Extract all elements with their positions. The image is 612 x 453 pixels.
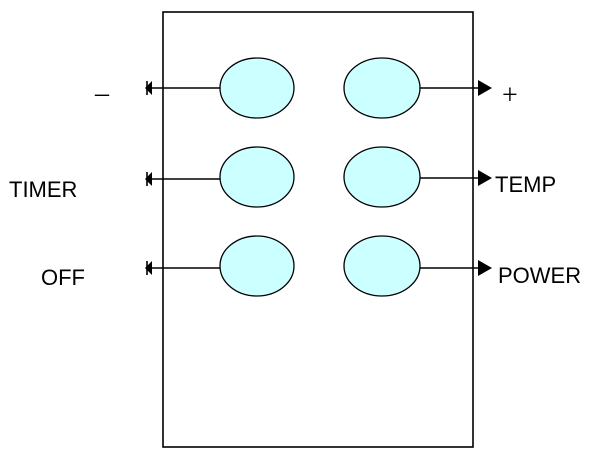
timer-leader: [145, 172, 220, 186]
remote-body: [162, 11, 474, 448]
plus-label: +: [502, 80, 518, 111]
plus-button[interactable]: [343, 57, 421, 119]
temp-label: TEMP: [495, 172, 556, 197]
power-button[interactable]: [343, 235, 421, 297]
temp-leader: [420, 170, 492, 186]
power-label: POWER: [498, 263, 581, 288]
off-button[interactable]: [219, 235, 295, 297]
off-label: OFF: [41, 265, 85, 290]
temp-button[interactable]: [343, 146, 421, 208]
off-leader: [145, 261, 220, 275]
minus-button[interactable]: [219, 57, 295, 119]
minus-leader: [145, 81, 220, 95]
plus-leader: [420, 80, 492, 96]
power-leader: [420, 260, 492, 276]
minus-label: –: [94, 78, 110, 109]
timer-button[interactable]: [219, 146, 295, 208]
timer-label: TIMER: [9, 177, 77, 202]
